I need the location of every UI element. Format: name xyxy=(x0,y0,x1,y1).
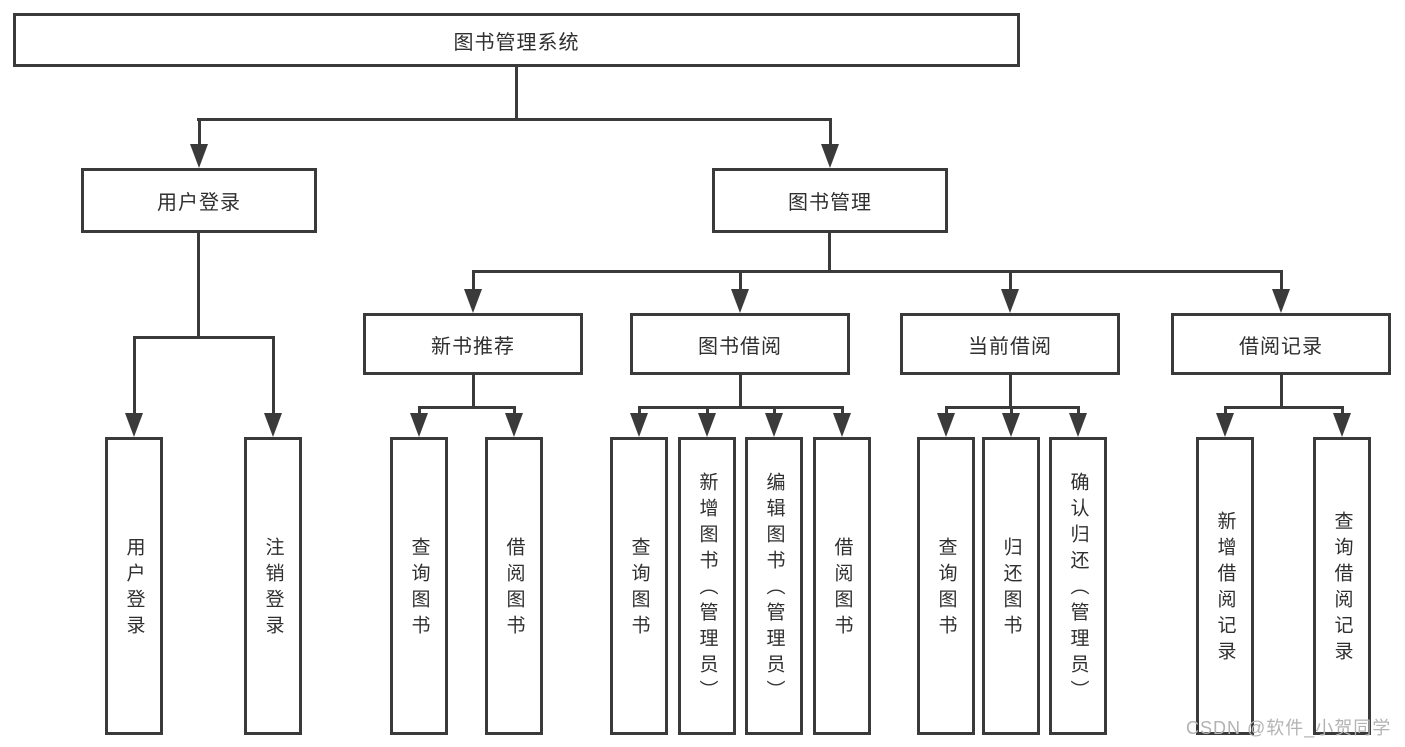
leaf-query-books-borrowing: 查询图书 xyxy=(610,437,668,735)
leaf-logout: 注销登录 xyxy=(244,437,302,735)
node-user-login: 用户登录 xyxy=(81,168,317,233)
csdn-watermark: CSDN @软件_小贺同学 xyxy=(1186,718,1392,738)
node-borrowing-records: 借阅记录 xyxy=(1171,313,1391,375)
leaf-borrow-books-recommend: 借阅图书 xyxy=(485,437,543,735)
connector-borrowing-records-down xyxy=(1280,375,1283,406)
connector-book-borrowing-down xyxy=(739,375,742,406)
connector-book-management-rail xyxy=(472,270,1283,273)
node-new-book-recommend: 新书推荐 xyxy=(363,313,583,375)
connector-user-login-down xyxy=(197,233,200,336)
arrow-down-icon xyxy=(1333,413,1351,437)
connector-module-stem xyxy=(1280,270,1283,290)
arrow-down-icon xyxy=(190,144,208,168)
connector-leaf-stem xyxy=(706,406,709,414)
arrow-down-icon xyxy=(937,413,955,437)
arrow-down-icon xyxy=(1002,413,1020,437)
connector-leaf-stem xyxy=(1224,406,1227,414)
node-current-borrowing: 当前借阅 xyxy=(900,313,1120,375)
connector-root-stem xyxy=(515,66,518,118)
connector-leaf-stem xyxy=(513,406,516,414)
leaf-confirm-return-admin: 确认归还（管理员） xyxy=(1049,437,1107,735)
arrow-down-icon xyxy=(264,413,282,437)
arrow-down-icon xyxy=(1216,413,1234,437)
connector-module-stem xyxy=(472,270,475,290)
connector-leaf-stem xyxy=(1010,406,1013,414)
connector-leaf-stem xyxy=(1077,406,1080,414)
connector-module-stem xyxy=(739,270,742,290)
connector-new-book-down xyxy=(472,375,475,406)
arrow-down-icon xyxy=(1069,413,1087,437)
arrow-down-icon xyxy=(505,413,523,437)
arrow-down-icon xyxy=(1272,289,1290,313)
connector-book-management-down xyxy=(828,233,831,270)
connector-leaf-stem xyxy=(945,406,948,414)
node-library-management-system: 图书管理系统 xyxy=(13,13,1020,67)
arrow-down-icon xyxy=(630,413,648,437)
leaf-borrow-books: 借阅图书 xyxy=(813,437,871,735)
leaf-return-books: 归还图书 xyxy=(982,437,1040,735)
connector-leaf-stem xyxy=(773,406,776,414)
arrow-down-icon xyxy=(1001,289,1019,313)
connector-new-book-rail xyxy=(418,406,515,409)
leaf-user-login: 用户登录 xyxy=(105,437,163,735)
arrow-down-icon xyxy=(464,289,482,313)
arrow-down-icon xyxy=(821,144,839,168)
leaf-add-borrow-record: 新增借阅记录 xyxy=(1196,437,1254,735)
connector-book-borrowing-rail xyxy=(638,406,843,409)
node-book-management: 图书管理 xyxy=(712,168,948,233)
connector-leaf-stem xyxy=(133,336,136,414)
leaf-edit-books-admin: 编辑图书（管理员） xyxy=(745,437,803,735)
arrow-down-icon xyxy=(765,413,783,437)
connector-leaf-stem xyxy=(841,406,844,414)
arrow-down-icon xyxy=(833,413,851,437)
arrow-down-icon xyxy=(125,413,143,437)
leaf-query-books-current: 查询图书 xyxy=(917,437,975,735)
arrow-down-icon xyxy=(698,413,716,437)
connector-leaf-stem xyxy=(272,336,275,414)
leaf-add-books-admin: 新增图书（管理员） xyxy=(678,437,736,735)
arrow-down-icon xyxy=(731,289,749,313)
leaf-query-borrow-record: 查询借阅记录 xyxy=(1313,437,1371,735)
connector-module-stem xyxy=(1009,270,1012,290)
connector-leaf-stem xyxy=(1341,406,1344,414)
connector-current-borrowing-down xyxy=(1009,375,1012,406)
connector-user-login-rail xyxy=(133,336,274,339)
connector-borrowing-records-rail xyxy=(1224,406,1343,409)
connector-leaf-stem xyxy=(638,406,641,414)
connector-user-login-stem xyxy=(198,118,201,146)
connector-leaf-stem xyxy=(418,406,421,414)
node-book-borrowing: 图书借阅 xyxy=(630,313,850,375)
leaf-query-books-recommend: 查询图书 xyxy=(390,437,448,735)
connector-book-management-stem xyxy=(829,118,832,146)
arrow-down-icon xyxy=(410,413,428,437)
connector-root-rail xyxy=(197,118,831,121)
